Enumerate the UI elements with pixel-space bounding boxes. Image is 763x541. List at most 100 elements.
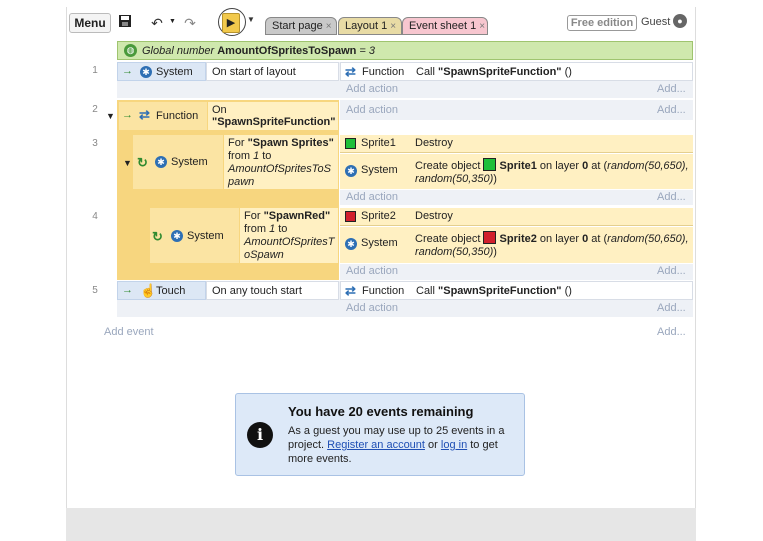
menu-button[interactable]: Menu [69, 13, 111, 33]
touch-hand-icon: ☝ [140, 283, 157, 298]
for-loop-expression: AmountOfSpritesToSpawn [228, 163, 331, 188]
play-dropdown-chevron-icon[interactable]: ▼ [247, 15, 255, 24]
play-icon[interactable]: ▶ [222, 13, 240, 33]
add-more-link[interactable]: Add... [657, 326, 686, 338]
trigger-arrow-icon: → [122, 65, 133, 77]
add-more-link[interactable]: Add... [657, 191, 686, 203]
tab-label: Event sheet 1 [409, 20, 477, 32]
global-var-value: = 3 [359, 45, 376, 57]
events-remaining-notice [235, 393, 525, 476]
register-account-link[interactable]: Register an account [327, 439, 425, 451]
condition-text: On any touch start [212, 285, 302, 297]
guest-label[interactable]: Guest [641, 16, 671, 28]
user-avatar-icon[interactable]: ● [673, 14, 687, 28]
event-number: 2 [92, 104, 98, 115]
tab-layout-1[interactable]: Layout 1× [338, 17, 402, 35]
play-highlight-circle [218, 8, 246, 36]
notice-text: As a guest you may use up to 25 events i… [288, 425, 505, 465]
event-object-name: System [187, 230, 224, 242]
action-object-name: System [361, 164, 398, 176]
free-edition-badge[interactable]: Free edition [567, 15, 637, 31]
function-icon: ⇄ [345, 64, 356, 79]
event-action[interactable]: ✱ System Create object Sprite1 on layer … [340, 154, 693, 189]
redo-icon[interactable]: ↷ [184, 15, 196, 31]
function-icon: ⇄ [139, 107, 150, 122]
action-text: Create object Sprite1 on layer 0 at (ran… [415, 158, 689, 185]
global-variable-row[interactable]: ◍ Global number AmountOfSpritesToSpawn =… [117, 41, 693, 60]
event-action[interactable]: Sprite1 Destroy [340, 135, 693, 153]
event-action[interactable]: Sprite2 Destroy [340, 208, 693, 226]
sprite1-icon [345, 138, 356, 149]
collapse-triangle-icon[interactable]: ▼ [123, 158, 132, 168]
log-in-link[interactable]: log in [440, 439, 468, 451]
event-action[interactable]: ✱ System Create object Sprite2 on layer … [340, 227, 693, 263]
gear-icon: ✱ [171, 230, 183, 242]
add-more-link[interactable]: Add... [657, 104, 686, 116]
event-object-name: Function [156, 110, 199, 122]
close-icon[interactable]: × [390, 21, 397, 32]
action-object-name: Function [362, 285, 405, 297]
event-object-cell[interactable]: → ✱ System [117, 62, 206, 81]
event-object-cell[interactable]: → ☝ Touch [117, 281, 206, 300]
global-var-name: AmountOfSpritesToSpawn [217, 45, 357, 57]
sprite1-icon [483, 158, 497, 171]
trigger-arrow-icon: → [122, 109, 133, 121]
event-action[interactable]: ⇄ Function Call "SpawnSpriteFunction" () [340, 281, 693, 300]
undo-dropdown-chevron-icon[interactable]: ▼ [169, 18, 176, 25]
event-condition[interactable]: For "SpawnRed" from 1 to AmountOfSprites… [240, 208, 338, 263]
gear-icon: ✱ [140, 66, 152, 78]
add-more-link[interactable]: Add... [657, 265, 686, 277]
event-number: 4 [92, 211, 98, 222]
for-loop-range: from 1 to [228, 150, 272, 162]
add-action-row [340, 264, 693, 280]
sprite2-icon [345, 211, 356, 222]
save-icon[interactable] [116, 14, 134, 32]
close-icon[interactable]: × [479, 21, 486, 32]
add-action-link[interactable]: Add action [346, 265, 398, 277]
for-loop-text: For "SpawnRed" [244, 210, 331, 222]
event-action[interactable]: ⇄ Function Call "SpawnSpriteFunction" () [340, 62, 693, 81]
event-condition[interactable]: For "Spawn Sprites" from 1 to AmountOfSp… [224, 135, 338, 189]
condition-text: On start of layout [212, 66, 296, 78]
undo-icon[interactable]: ↶ [151, 15, 163, 31]
for-loop-range: from 1 to [244, 223, 288, 235]
add-action-link[interactable]: Add action [346, 191, 398, 203]
event-condition[interactable]: On any touch start [206, 281, 339, 300]
gear-icon: ✱ [345, 165, 357, 177]
condition-function-name: "SpawnSpriteFunction" [212, 116, 336, 128]
global-var-type: Global number [142, 45, 215, 57]
add-event-link[interactable]: Add event [104, 326, 154, 338]
event-number: 3 [92, 138, 98, 149]
event-condition[interactable]: On "SpawnSpriteFunction" [208, 102, 338, 130]
action-text: Call "SpawnSpriteFunction" () [416, 285, 572, 297]
event-condition[interactable]: On start of layout [206, 62, 339, 81]
event-object-name: System [156, 66, 193, 78]
action-object-name: Sprite1 [361, 137, 396, 149]
notice-title: You have 20 events remaining [288, 404, 474, 419]
tab-label: Start page [272, 20, 323, 32]
close-icon[interactable]: × [325, 21, 332, 32]
add-more-link[interactable]: Add... [657, 83, 686, 95]
add-action-link[interactable]: Add action [346, 83, 398, 95]
action-text: Call "SpawnSpriteFunction" () [416, 66, 572, 78]
event-object-cell[interactable]: → ⇄ Function [119, 102, 207, 130]
add-action-link[interactable]: Add action [346, 104, 398, 116]
event-object-name: System [171, 156, 208, 168]
info-icon: i [247, 422, 273, 448]
condition-text: On [212, 104, 227, 116]
tab-start-page[interactable]: Start page× [265, 17, 337, 35]
loop-icon: ↻ [137, 155, 148, 170]
globe-icon: ◍ [124, 44, 137, 57]
tab-event-sheet-1[interactable]: Event sheet 1× [402, 17, 488, 35]
gear-icon: ✱ [345, 238, 357, 250]
collapse-triangle-icon[interactable]: ▼ [106, 111, 115, 121]
gear-icon: ✱ [155, 156, 167, 168]
add-action-row [340, 190, 693, 205]
event-object-cell[interactable]: ↻ ✱ System [150, 208, 239, 263]
event-number: 1 [92, 65, 98, 76]
event-object-cell[interactable]: ↻ ✱ System [133, 135, 223, 189]
add-more-link[interactable]: Add... [657, 302, 686, 314]
for-loop-expression: AmountOfSpritesToSpawn [244, 236, 335, 261]
tab-label: Layout 1 [345, 20, 388, 32]
add-action-link[interactable]: Add action [346, 302, 398, 314]
